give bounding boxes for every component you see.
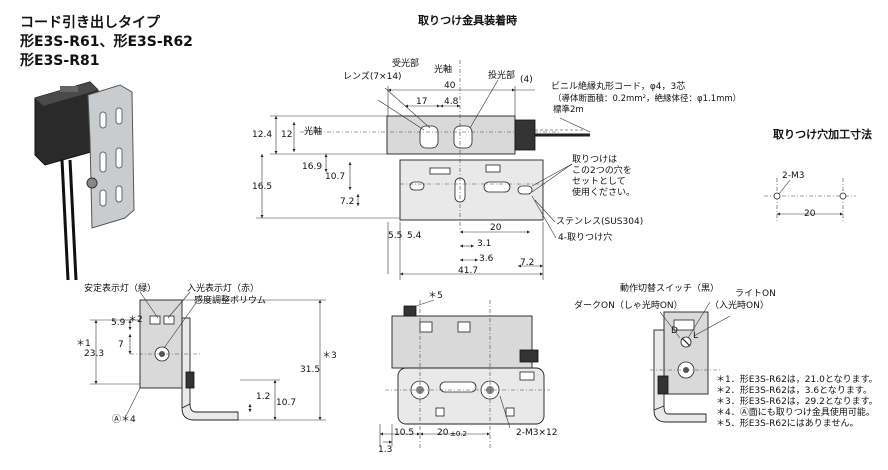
title-line-1: コード引き出しタイプ (20, 15, 160, 31)
dim-4: (4) (520, 75, 533, 85)
face-a-note: Ⓐ＊4 (112, 415, 136, 425)
footnote-4: ＊4．Ⓐ面にも取りつけ金具使用可能。 (716, 408, 875, 418)
cable-spec-line-2: （導体断面積：0.2mm²，絶縁体径：φ1.1mm） (553, 94, 742, 104)
axis-left-label: 光軸 (304, 127, 323, 137)
dim-5-9: 5.9 (111, 318, 126, 328)
hole-section-title: 取りつけ穴加工寸法 (773, 128, 873, 141)
star-5: ＊5 (428, 291, 443, 301)
emitter-label: 投光部 (488, 71, 516, 81)
note-line-3: セットとして (572, 177, 626, 187)
footnote-1: ＊1．形E3S-R62は，21.0となります。 (716, 375, 878, 385)
star-2: ＊2 (128, 315, 143, 325)
light-on-label-1: ライトON (735, 289, 776, 299)
dim-3-6: 3.6 (479, 254, 494, 264)
bracket-section-title: 取りつけ金具装着時 (418, 14, 518, 27)
hole-layout-drawing (764, 178, 856, 222)
dim-31-5: 31.5 (300, 365, 321, 375)
dim-40: 40 (444, 81, 456, 91)
title-line-2: 形E3S-R61、形E3S-R62 (20, 34, 193, 50)
dim-3-1: 3.1 (477, 239, 492, 249)
switch-d-label: D (671, 326, 678, 336)
dim-7-2-b: 7.2 (520, 258, 535, 268)
dim-10-7-side: 10.7 (276, 398, 297, 408)
dim-7-2-a: 7.2 (340, 197, 355, 207)
dim-4-8: 4.8 (444, 97, 459, 107)
top-view-drawing (256, 60, 591, 280)
footnote-5: ＊5．形E3S-R62にはありません。 (716, 419, 859, 429)
switch-l-label: L (693, 331, 699, 341)
footnote-2: ＊2．形E3S-R62は，3.6となります。 (716, 386, 872, 396)
op-switch-label: 動作切替スイッチ（黒） (620, 284, 720, 294)
m3x12-label: 2-M3×12 (516, 428, 558, 438)
footnote-3: ＊3．形E3S-R62は，29.2となります。 (716, 397, 878, 407)
light-on-label-2: （入光時ON） (710, 301, 769, 311)
tolerance-label: ±0.2 (450, 430, 467, 438)
dim-17: 17 (416, 97, 428, 107)
stainless-label: ステンレス(SUS304) (556, 217, 644, 227)
dim-10-5: 10.5 (394, 428, 415, 438)
dim-5-5: 5.5 (388, 231, 403, 241)
star-3: ＊3 (322, 351, 337, 361)
dim-41-7: 41.7 (458, 266, 479, 276)
hole-dim-20: 20 (804, 209, 816, 219)
optical-axis-label: 光軸 (434, 65, 453, 75)
side-view-drawing (90, 291, 326, 421)
switch-view-drawing (650, 301, 731, 423)
cable-spec-line-3: 標準2m (553, 105, 584, 115)
product-photo (34, 81, 135, 281)
dim-12-4: 12.4 (252, 130, 273, 140)
star-1: ＊1 (76, 339, 91, 349)
dim-7: 7 (118, 340, 124, 350)
note-line-1: 取りつけは (572, 155, 618, 165)
dim-16-5: 16.5 (252, 182, 273, 192)
front-view-drawing (379, 299, 550, 450)
incident-led-label: 入光表示灯（赤） (187, 284, 260, 294)
hole-m3-label: 2-M3 (782, 171, 805, 181)
dim-16-9: 16.9 (302, 162, 323, 172)
title-line-3: 形E3S-R81 (20, 53, 100, 69)
note-line-4: 使用ください。 (572, 188, 636, 198)
dim-5-4: 5.4 (407, 231, 422, 241)
dim-1-3: 1.3 (378, 445, 393, 455)
dim-23-3: 23.3 (84, 349, 105, 359)
dim-20-front: 20 (437, 428, 449, 438)
dim-10-7: 10.7 (325, 172, 346, 182)
sensitivity-label: 感度調整ボリウム (194, 296, 267, 306)
dim-20: 20 (490, 223, 502, 233)
receiver-label: 受光部 (392, 59, 420, 69)
lens-label: レンズ(7×14) (343, 72, 402, 82)
stable-led-label: 安定表示灯（緑） (84, 284, 157, 294)
note-line-2: この2つの穴を (572, 166, 632, 176)
dim-1-2: 1.2 (256, 392, 271, 402)
mount-holes-label: 4-取りつけ穴 (558, 233, 613, 243)
cable-spec-line-1: ビニル絶縁丸形コード，φ4，3芯 (551, 82, 686, 92)
dark-on-label: ダークON（しゃ光時ON） (574, 301, 683, 311)
dim-12: 12 (281, 130, 293, 140)
